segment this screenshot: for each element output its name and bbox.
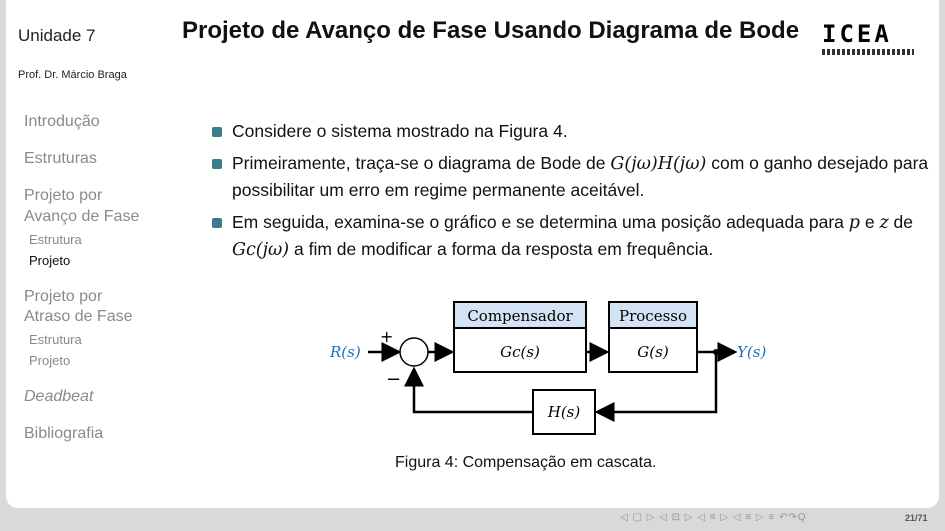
nav-item-avanco-line1[interactable]: Projeto por — [24, 187, 103, 204]
nav-subitem-avanco-projeto[interactable]: Projeto — [29, 253, 71, 268]
block-diagram: R(s) + − Compensador Gc(s) Processo G(s)… — [329, 301, 766, 435]
nav-item-estruturas[interactable]: Estruturas — [24, 150, 97, 167]
nav-item-introducao[interactable]: Introdução — [24, 113, 100, 130]
input-label: R(s) — [329, 343, 361, 361]
bullet-text: com o ganho desejado para possibilitar u… — [232, 153, 929, 200]
nav-subitem-atraso-estrutura[interactable]: Estrutura — [29, 332, 82, 347]
bullet-marker — [212, 159, 222, 169]
bullet-text: Em seguida, examina-se o gráfico e se de… — [232, 212, 849, 232]
bullet-text: Considere o sistema mostrado na Figura 4… — [232, 121, 568, 141]
nav-subitem-avanco-estrutura[interactable]: Estrutura — [29, 232, 82, 247]
bullet-item: Considere o sistema mostrado na Figura 4… — [206, 118, 931, 144]
process-label: Processo — [619, 307, 687, 325]
nav-subitem-atraso-projeto[interactable]: Projeto — [29, 353, 71, 368]
math-expression: G(jω)H(jω) — [610, 154, 707, 174]
nav-item-avanco-line2[interactable]: Avanço de Fase — [24, 208, 140, 225]
slide: Unidade 7 Prof. Dr. Márcio Braga Projeto… — [6, 0, 939, 508]
bullet-item: Primeiramente, traça-se o diagrama de Bo… — [206, 150, 931, 203]
beamer-nav-controls[interactable]: ◁ ▢ ▷ ◁ ⊡ ▷ ◁ ≡ ▷ ◁ ≡ ▷ ≡ ↶↷Q — [620, 512, 807, 523]
unit-label: Unidade 7 — [18, 26, 96, 45]
bullet-text: Primeiramente, traça-se o diagrama de Bo… — [232, 153, 611, 173]
compensator-tf: Gc(s) — [500, 343, 540, 361]
icea-logo: ICEA — [822, 21, 914, 55]
math-variable: p — [848, 213, 860, 233]
professor-name: Prof. Dr. Márcio Braga — [18, 69, 127, 81]
bullet-text: de — [888, 212, 913, 232]
bullet-text: e — [859, 212, 880, 232]
bullet-item: Em seguida, examina-se o gráfico e se de… — [206, 209, 931, 263]
nav-item-bibliografia[interactable]: Bibliografia — [24, 425, 104, 442]
math-expression: Gc(jω) — [232, 240, 290, 260]
bullet-list: Considere o sistema mostrado na Figura 4… — [206, 118, 931, 269]
bullet-text: a fim de modificar a forma da resposta e… — [289, 239, 714, 259]
minus-sign: − — [386, 369, 401, 390]
logo-text: ICEA — [822, 20, 892, 48]
process-header — [608, 301, 698, 329]
output-label: Y(s) — [737, 343, 766, 361]
compensator-label: Compensador — [467, 307, 573, 325]
math-variable: z — [879, 213, 889, 233]
feedback-path-right — [594, 352, 718, 422]
figure-caption: Figura 4: Compensação em cascata. — [395, 454, 657, 471]
feedback-path-left — [404, 366, 533, 414]
compensator-header — [453, 301, 587, 329]
bullet-marker — [212, 127, 222, 137]
process-tf: G(s) — [637, 343, 669, 361]
feedback-tf: H(s) — [547, 403, 581, 421]
nav-item-atraso-line1[interactable]: Projeto por — [24, 288, 103, 305]
logo-bars — [822, 49, 914, 55]
summing-junction — [399, 337, 429, 367]
nav-item-atraso-line2[interactable]: Atraso de Fase — [24, 308, 133, 325]
bullet-marker — [212, 218, 222, 228]
nav-item-deadbeat[interactable]: Deadbeat — [24, 388, 94, 405]
page-title: Projeto de Avanço de Fase Usando Diagram… — [182, 17, 800, 44]
page-number: 21/71 — [905, 513, 928, 523]
plus-sign: + — [380, 327, 393, 346]
